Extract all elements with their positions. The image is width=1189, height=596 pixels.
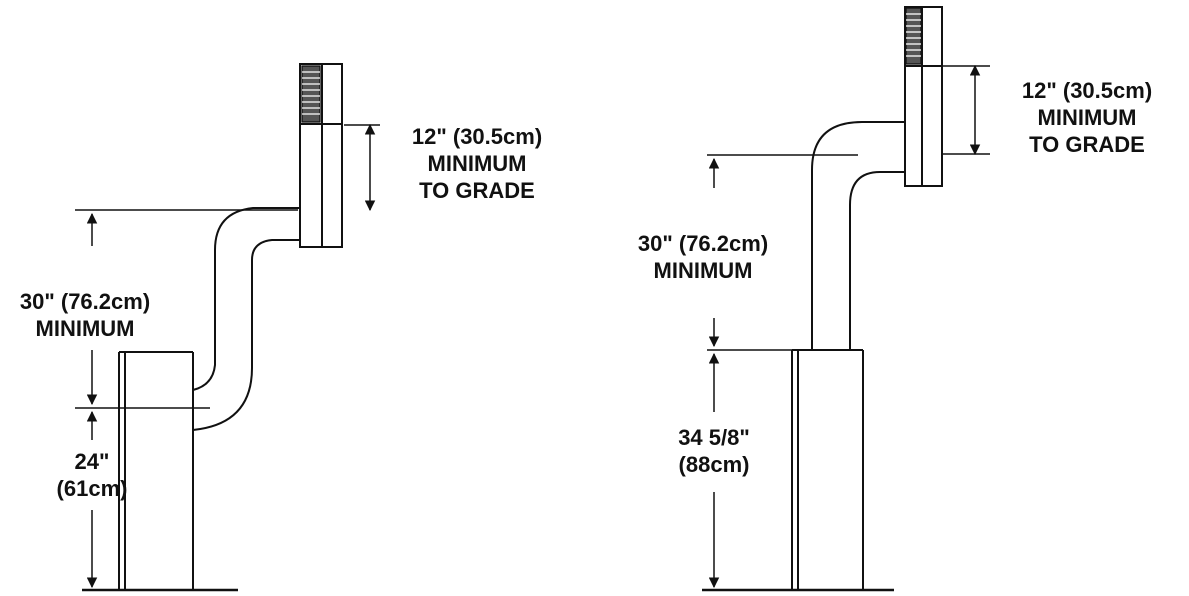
left-12in-label: 12" (30.5cm) MINIMUM TO GRADE [384, 123, 570, 204]
right-12in-label-line2: MINIMUM [1037, 105, 1137, 130]
right-12in-label-line1: 12" (30.5cm) [1021, 78, 1153, 103]
left-vent-terminal [299, 63, 343, 248]
left-30in-label-line2: MINIMUM [35, 316, 135, 341]
left-12in-label-line3: TO GRADE [419, 178, 535, 203]
right-34in-label: 34 5/8" (88cm) [644, 424, 784, 478]
right-vent-terminal [904, 6, 943, 187]
left-24in-label: 24" (61cm) [42, 448, 142, 502]
left-12in-label-line2: MINIMUM [427, 151, 527, 176]
right-vent-pipe [811, 121, 905, 350]
right-34in-label-line2: (88cm) [678, 452, 750, 477]
left-24in-label-line2: (61cm) [56, 476, 128, 501]
left-installation [75, 63, 380, 592]
left-appliance [118, 351, 194, 590]
right-30in-label-line2: MINIMUM [653, 258, 753, 283]
left-terminal-grill [301, 65, 321, 123]
right-terminal-grill [905, 7, 922, 65]
right-30in-label-line1: 30" (76.2cm) [637, 231, 769, 256]
left-30in-label: 30" (76.2cm) MINIMUM [2, 288, 168, 342]
right-34in-label-line1: 34 5/8" [678, 425, 750, 450]
right-appliance [791, 349, 864, 590]
right-30in-label: 30" (76.2cm) MINIMUM [620, 230, 786, 284]
left-30in-label-line1: 30" (76.2cm) [19, 289, 151, 314]
left-vent-pipe [192, 207, 300, 431]
right-installation [702, 6, 990, 592]
left-24in-label-line1: 24" [74, 449, 110, 474]
right-12in-label: 12" (30.5cm) MINIMUM TO GRADE [992, 77, 1182, 158]
left-12in-label-line1: 12" (30.5cm) [411, 124, 543, 149]
right-12in-label-line3: TO GRADE [1029, 132, 1145, 157]
